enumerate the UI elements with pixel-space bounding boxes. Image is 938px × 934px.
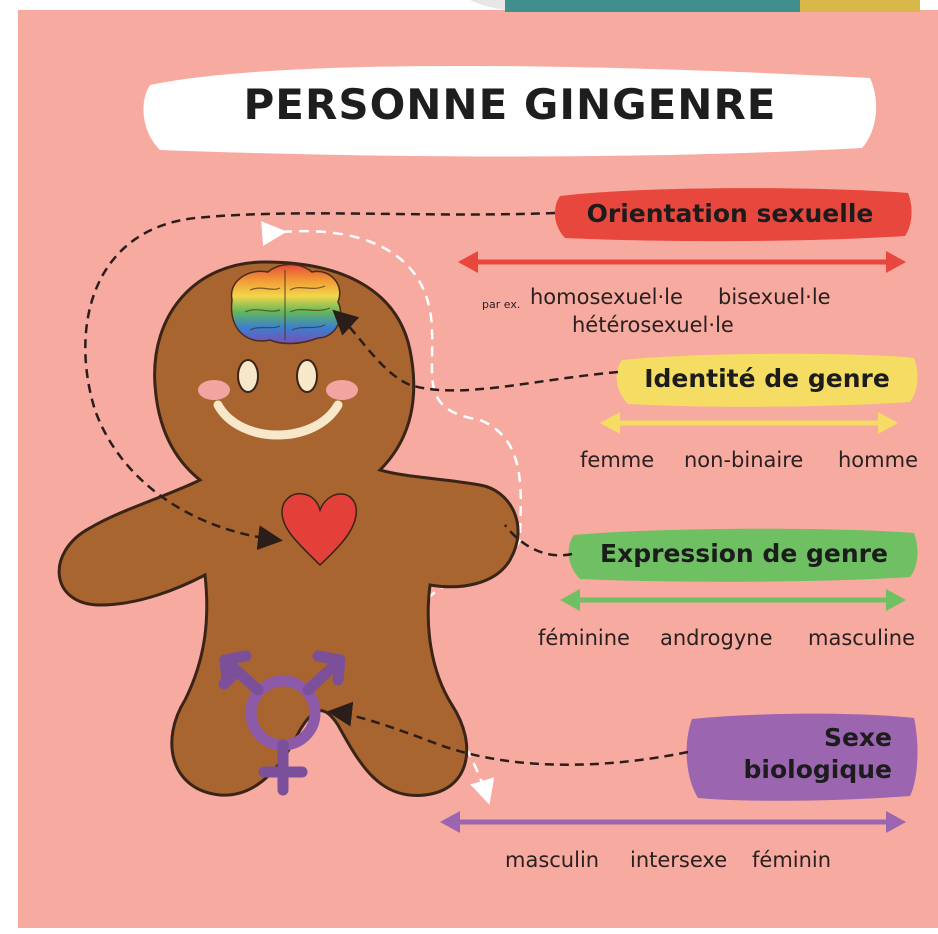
orientation-example-3: hétérosexuel·le xyxy=(572,313,734,337)
sex-example-1: masculin xyxy=(505,848,599,872)
orientation-prefix: par ex. xyxy=(482,298,520,311)
brain-icon xyxy=(232,265,341,344)
orientation-label: Orientation sexuelle xyxy=(560,193,900,235)
orientation-example-1: homosexuel·le xyxy=(530,285,683,309)
identity-example-2: non-binaire xyxy=(684,448,803,472)
orientation-example-2: bisexuel·le xyxy=(718,285,831,309)
identity-example-1: femme xyxy=(580,448,654,472)
title-banner: PERSONNE GINGENRE xyxy=(150,62,870,154)
sex-example-3: féminin xyxy=(752,848,831,872)
expression-example-2: androgyne xyxy=(660,626,773,650)
sex-example-2: intersexe xyxy=(630,848,727,872)
sex-label: Sexe biologique xyxy=(692,716,912,794)
sex-label-line1: Sexe xyxy=(692,722,892,754)
identity-example-3: homme xyxy=(838,448,918,472)
expression-example-3: masculine xyxy=(808,626,915,650)
expression-label: Expression de genre xyxy=(574,532,914,576)
sex-label-line2: biologique xyxy=(692,754,892,786)
expression-example-1: féminine xyxy=(538,626,630,650)
identity-label: Identité de genre xyxy=(622,357,912,401)
page-title: PERSONNE GINGENRE xyxy=(150,80,870,129)
